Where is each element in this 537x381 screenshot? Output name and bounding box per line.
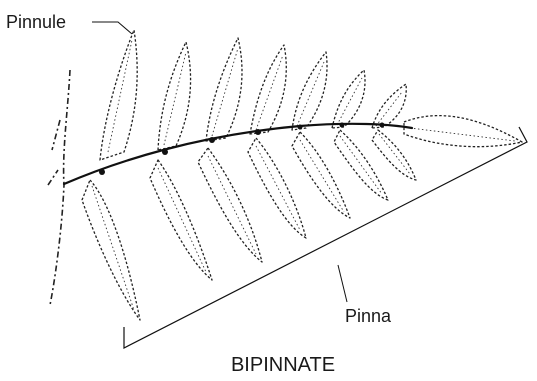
- upper-pinnae: [100, 30, 406, 160]
- pinna-leader-line: [338, 265, 347, 302]
- terminal-segment: [404, 116, 522, 147]
- diagram-caption: BIPINNATE: [231, 354, 335, 376]
- fern-stipe: [48, 70, 70, 305]
- pinnule-label: Pinnule: [6, 12, 66, 32]
- pinnule-leader-line: [92, 22, 132, 34]
- pinna-bracket: [124, 127, 527, 348]
- fern-rachis: [64, 123, 412, 185]
- pinna-label: Pinna: [345, 306, 392, 326]
